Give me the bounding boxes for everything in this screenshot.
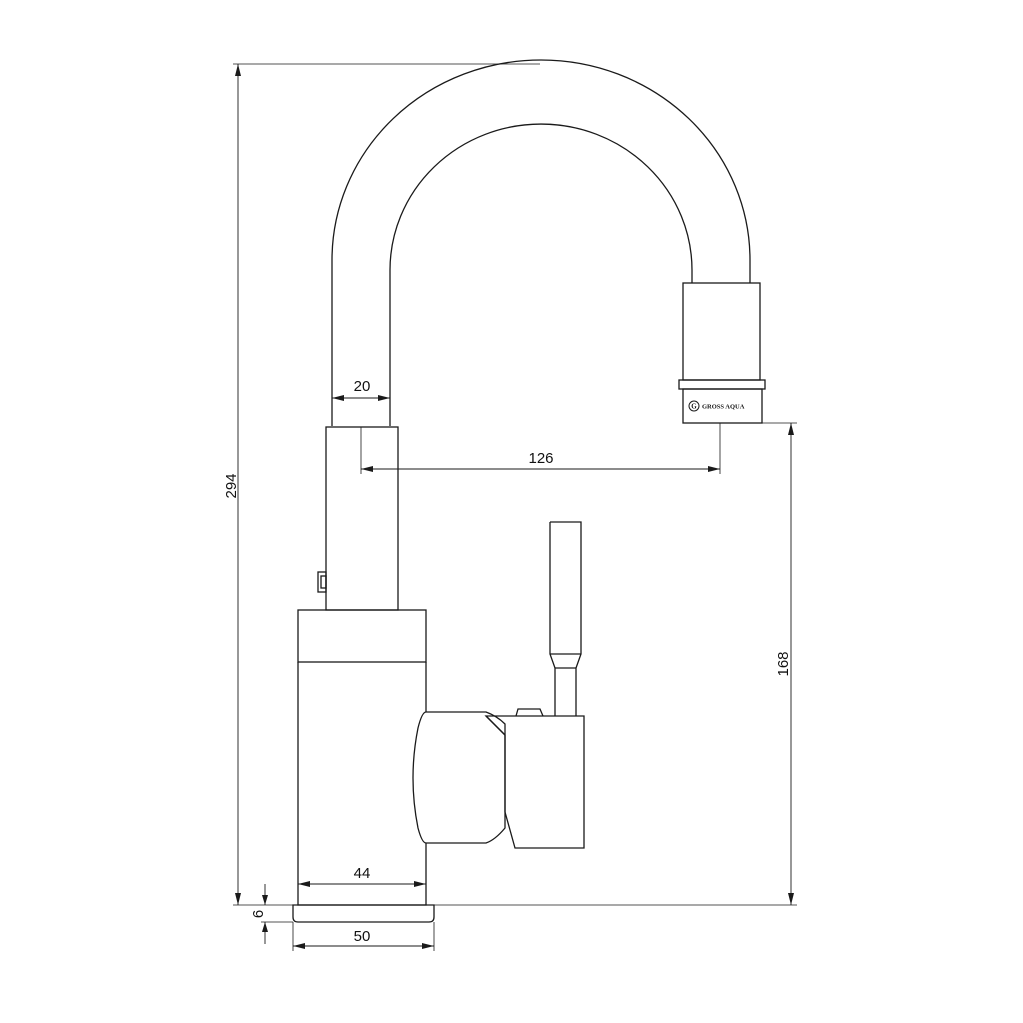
dim-126-label: 126 [528,450,553,467]
lever-stick [549,521,582,716]
faucet-outline: G GROSS AQUA [292,59,766,923]
brand-logo-text: GROSS AQUA [702,404,745,411]
spout-stem [325,426,399,611]
brand-logo: G GROSS AQUA [688,400,745,412]
dim-126-arrow-right [708,466,720,472]
spout-outlet-ring [678,379,766,390]
spout-outlet-aerator [682,388,763,424]
dim-50-arrow-right [422,943,434,949]
dim-294-arrow-bottom [235,893,241,905]
dim-126-arrow-left [361,466,373,472]
spout-outlet-head [682,282,761,381]
base-plate [292,904,435,923]
spout-inner-arc [389,123,693,426]
lever-handle-cap [515,708,544,717]
dim-6-label: 6 [250,910,267,918]
brand-logo-mark: G [691,403,697,411]
dim-294-arrow-top [235,64,241,76]
lever-handle-divider [485,715,506,736]
dim-50-label: 50 [354,928,371,945]
dim-294-label: 294 [223,473,240,498]
dim-44-arrow-right [414,881,426,887]
dimension-lines: 294 20 126 168 44 6 [223,63,797,951]
dim-168-arrow-top [788,423,794,435]
dim-168-label: 168 [775,651,792,676]
dim-6-arrow-top [262,895,268,905]
dim-44-arrow-left [298,881,310,887]
faucet-body-collar [297,609,427,663]
dim-168-arrow-bottom [788,893,794,905]
dim-50-arrow-left [293,943,305,949]
lever-handle-block [484,715,585,849]
spout-release-button [317,571,327,593]
brand-logo-circle [688,400,700,412]
spout-release-button-inner [320,575,327,589]
dim-44-label: 44 [354,865,371,882]
dim-6-arrow-bottom [262,922,268,932]
dim-20-arrow-right [378,395,390,401]
spout-outer-arc [331,59,751,426]
dim-20-arrow-left [332,395,344,401]
dim-20-label: 20 [354,378,371,395]
cartridge-housing [412,711,506,844]
